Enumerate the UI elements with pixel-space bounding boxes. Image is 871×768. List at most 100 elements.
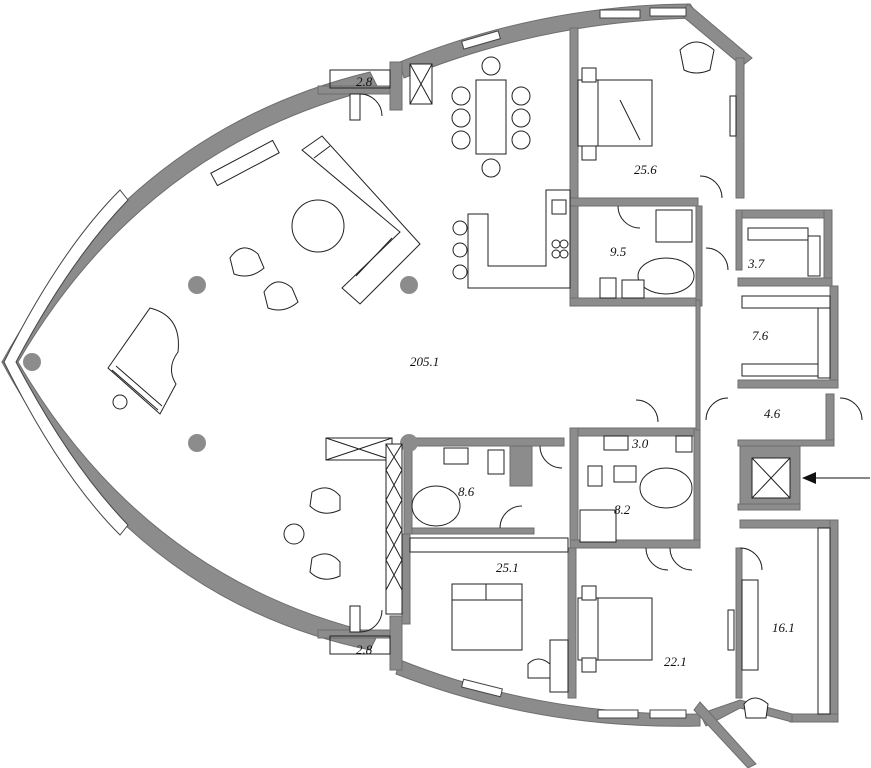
wall-closet-e-w — [735, 209, 743, 271]
wall-closet-se-e — [829, 519, 839, 721]
tv-icon — [210, 139, 280, 187]
wall-closet-se-diag — [699, 699, 793, 727]
area-bedroom-s: 25.1 — [496, 560, 519, 575]
bathtub-icon — [637, 257, 695, 295]
shelf-icon — [385, 443, 403, 615]
bath-sw — [411, 447, 505, 527]
wall-bath-sw-w — [403, 437, 413, 535]
window-n2 — [599, 9, 641, 19]
wall-bath-ne-s — [569, 297, 701, 307]
wall-balcony-n — [389, 61, 403, 111]
window-s3 — [649, 709, 687, 719]
area-closet-e1: 3.7 — [747, 256, 765, 271]
wall-bed-ne-w — [569, 27, 579, 199]
wall-closet-e2-e — [829, 285, 839, 387]
wall-lobby-e — [825, 393, 835, 445]
sink-c-icon — [675, 435, 693, 453]
window-s2 — [597, 709, 639, 719]
sink-icon — [551, 199, 567, 215]
area-bedroom-se: 22.1 — [664, 654, 687, 669]
armchair-icon — [229, 247, 265, 277]
closets-e — [741, 227, 831, 379]
wall-bath-c-s — [569, 539, 701, 549]
column-3 — [400, 276, 418, 294]
wall-closet-e1 — [737, 209, 833, 219]
bedroom-s — [409, 537, 569, 693]
wall-lift-s — [737, 503, 801, 511]
column-5 — [400, 434, 418, 452]
doors — [359, 93, 863, 633]
entrance-arrow-icon — [802, 472, 870, 484]
area-balcony-s: 2.8 — [356, 642, 373, 657]
wall-bath-sw-n — [403, 437, 565, 447]
area-wc-center: 3.0 — [631, 436, 649, 451]
wall-balcony-n-top — [317, 85, 391, 95]
coffee-table-icon — [291, 199, 345, 253]
column-2 — [188, 276, 206, 294]
balconies — [329, 69, 391, 655]
area-lobby-e: 4.6 — [764, 406, 781, 421]
wall-closet-se-s — [789, 713, 839, 723]
window-west — [3, 189, 129, 536]
dining-table-icon — [475, 79, 507, 155]
column-4 — [188, 434, 206, 452]
wall-bath-sw-s — [403, 527, 535, 535]
toilet-c-icon — [603, 435, 629, 451]
dining — [451, 56, 531, 178]
area-closet-se: 16.1 — [772, 620, 795, 635]
wall-closet-e2-s — [737, 379, 839, 389]
bathtub-c-icon — [639, 467, 693, 509]
sofa-icon — [301, 135, 421, 305]
bathtub-sw-icon — [411, 485, 461, 527]
window-s1 — [461, 678, 503, 698]
bedroom-se — [577, 585, 735, 673]
shower-icon — [655, 209, 693, 243]
wall-bed-s-w — [401, 533, 411, 625]
area-bath-sw: 8.6 — [458, 484, 475, 499]
wall-bed-ne-e — [735, 57, 745, 199]
bed-s-icon — [451, 583, 523, 651]
wall-bath-sw-e — [509, 445, 533, 487]
lift — [751, 457, 791, 499]
area-closet-e2: 7.6 — [752, 328, 769, 343]
bath-center — [579, 435, 693, 543]
bed-se-icon — [577, 597, 653, 661]
wall-wc-e — [693, 427, 701, 545]
column-1 — [23, 353, 41, 371]
armchair-se-icon — [743, 697, 769, 719]
wall-closet-se-n — [739, 519, 837, 529]
side-table-icon — [283, 523, 305, 545]
armchair-icon-4 — [309, 553, 341, 580]
shower-c-icon — [579, 509, 617, 543]
area-balcony-n: 2.8 — [356, 74, 373, 89]
wardrobe-ne-icon — [729, 95, 737, 137]
bed-icon — [577, 79, 653, 147]
wall-closet-e-mid — [737, 277, 833, 287]
wall-corridor-e — [695, 299, 701, 431]
living-furniture — [107, 63, 433, 615]
wall-wc-w — [569, 427, 579, 547]
sink-ne-icon — [621, 279, 645, 299]
wall-bath-ne-e — [695, 205, 703, 307]
window-n3 — [649, 7, 687, 17]
area-bedroom-ne: 25.6 — [634, 162, 657, 177]
area-bath-center: 8.2 — [614, 502, 631, 517]
wall-balcony-s — [389, 615, 403, 671]
grand-piano-icon — [107, 307, 179, 415]
outer-walls — [1, 3, 753, 727]
bath-ne — [599, 209, 695, 299]
armchair-ne-icon — [679, 41, 715, 74]
bedroom-ne — [577, 41, 737, 161]
armchair-icon-2 — [263, 281, 299, 311]
kitchen — [452, 189, 571, 289]
wall-wc-n — [569, 427, 699, 437]
wall-lobby-s — [737, 439, 835, 447]
window-n1 — [461, 30, 501, 50]
wall-bath-ne-w — [569, 205, 579, 303]
area-labels: 205.1 25.6 9.5 3.7 7.6 4.6 3.0 8.2 8.6 2… — [356, 74, 795, 669]
wall-bed-ne-s — [569, 197, 699, 207]
columns — [23, 276, 418, 452]
wall-closet-e1-e — [823, 209, 833, 287]
toilet-icon — [599, 277, 617, 299]
